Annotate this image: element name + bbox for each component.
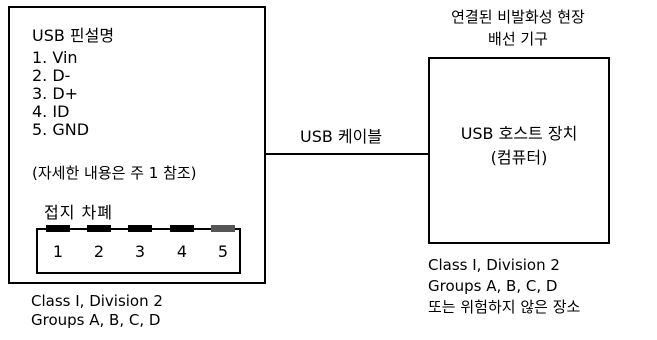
pin-item-gnd: 5. GND [32,120,90,139]
connector-pin-number: 4 [176,242,188,261]
host-hazard-class: Class I, Division 2 Groups A, B, C, D 또는… [428,256,581,316]
ground-shield-label: 접지 차폐 [44,203,113,222]
connector-pin-bar [46,225,70,232]
usb-cable-label: USB 케이블 [300,127,383,146]
usb-host-box [428,57,610,244]
host-field-wiring-label: 연결된 비발화성 현장 배선 기구 [451,8,585,48]
usb-device-box [8,6,266,284]
pin-list: 1. Vin 2. D- 3. D+ 4. ID 5. GND [32,49,89,139]
connector-pin-bar [211,225,235,232]
pin-item-vin: 1. Vin [32,48,78,67]
connector-pin-bar [87,225,111,232]
connector-pin-number: 3 [134,242,146,261]
usb-cable-line [266,153,428,155]
pin-item-id: 4. ID [32,102,70,121]
pin-item-d-minus: 2. D- [32,66,71,85]
connector-pin-number: 2 [93,242,105,261]
device-hazard-class: Class I, Division 2 Groups A, B, C, D [31,292,163,329]
pin-description-title: USB 핀설명 [32,26,115,45]
usb-host-label: USB 호스트 장치 (컴퓨터) [460,124,578,167]
connector-pin-number: 1 [52,242,64,261]
connector-pin-bar [170,225,194,232]
note-reference: (자세한 내용은 주 1 참조) [32,164,197,182]
pin-item-d-plus: 3. D+ [32,84,79,103]
connector-pin-number: 5 [217,242,229,261]
connector-pin-bar [128,225,152,232]
